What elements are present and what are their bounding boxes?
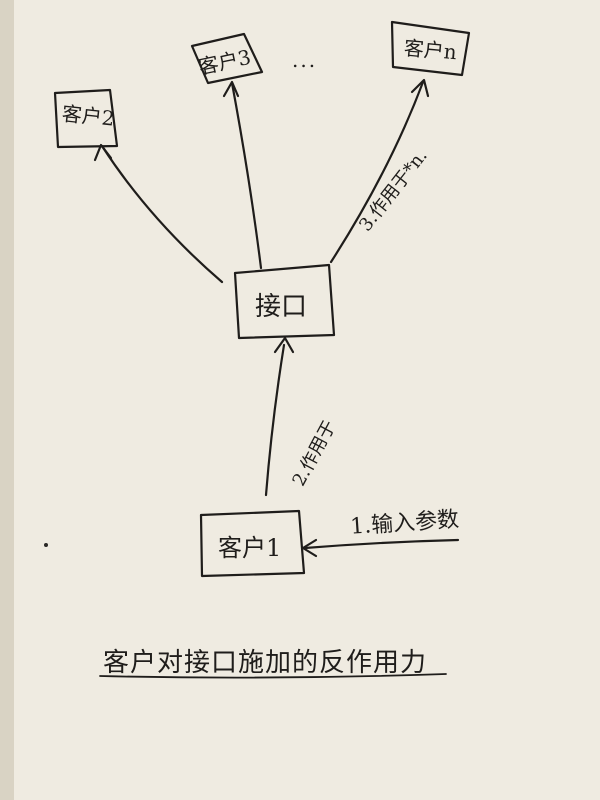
client1-label: 客户1 xyxy=(218,534,282,562)
ellipsis-text: ... xyxy=(292,48,318,72)
edge-client1-interface xyxy=(264,343,286,497)
clientn-label: 客户n xyxy=(402,35,458,65)
edge-interface-client2 xyxy=(100,144,224,284)
page-edge xyxy=(0,0,14,800)
interface-box xyxy=(233,263,336,340)
interface-label: 接口 xyxy=(255,292,308,322)
caption-underline xyxy=(99,673,447,679)
edge-interface-client3 xyxy=(230,81,263,270)
client1-box xyxy=(199,509,306,578)
client2-box xyxy=(53,88,119,149)
arrowhead-client2 xyxy=(93,143,113,162)
arrowhead-interface xyxy=(273,336,295,354)
ink-dot xyxy=(44,543,48,547)
diagram-caption: 客户对接口施加的反作用力 xyxy=(103,648,428,678)
client2-label: 客户2 xyxy=(60,101,116,131)
client3-box xyxy=(190,32,264,85)
clientn-box xyxy=(390,20,471,77)
edge-interface-clientn xyxy=(329,80,425,264)
edge-input-client1 xyxy=(303,538,460,550)
arrowhead-clientn xyxy=(410,78,430,98)
arrowhead-client1 xyxy=(301,538,318,558)
arrowhead-client3 xyxy=(222,80,240,98)
